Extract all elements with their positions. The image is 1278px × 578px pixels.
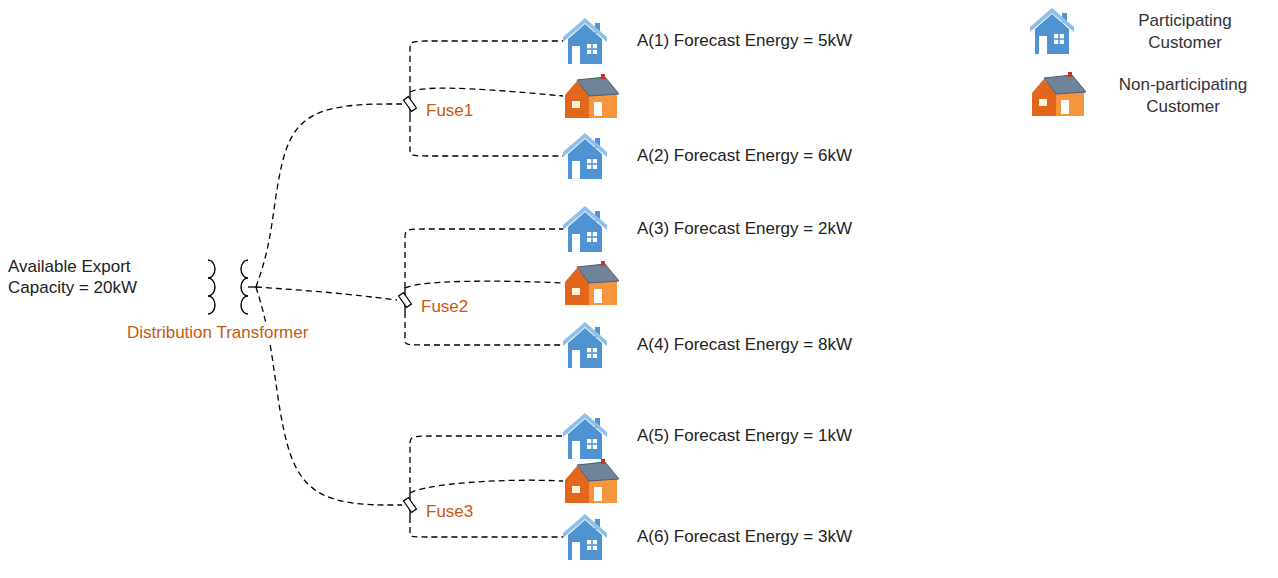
fuse-label: Fuse2 (421, 296, 468, 317)
node-outline (563, 206, 607, 252)
house-icon (563, 322, 607, 368)
service-cable (256, 287, 397, 300)
capacity-label: Available Export Capacity = 20kW (8, 256, 173, 299)
legend-icon (1032, 72, 1086, 116)
participating-house: A(6) Forecast Energy = 3kW (563, 514, 607, 560)
fuse-body (404, 498, 417, 513)
participating-house: A(5) Forecast Energy = 1kW (563, 413, 607, 459)
node-outline (563, 514, 607, 560)
node-outline (563, 18, 607, 64)
house-icon (563, 206, 607, 252)
node-outline (402, 92, 418, 116)
node-outline (200, 258, 256, 316)
participating-house: A(1) Forecast Energy = 5kW (563, 18, 607, 64)
forecast-label: A(5) Forecast Energy = 1kW (637, 425, 852, 446)
participating-house: A(4) Forecast Energy = 8kW (563, 322, 607, 368)
forecast-label: A(3) Forecast Energy = 2kW (637, 218, 852, 239)
legend-label: Non-participating Customer (1101, 74, 1265, 118)
service-line (410, 480, 563, 493)
transformer-symbol: Available Export Capacity = 20kWDistribu… (200, 258, 256, 316)
service-line (410, 88, 563, 96)
legend-label: Participating Customer (1126, 10, 1244, 54)
service-cable (405, 229, 563, 288)
non-participating-house (565, 261, 619, 305)
service-line (405, 281, 563, 288)
node-outline (397, 288, 413, 312)
coil-lead (248, 286, 256, 287)
service-cable (405, 312, 563, 345)
fuse-body (399, 293, 412, 308)
forecast-label: A(2) Forecast Energy = 6kW (637, 145, 852, 166)
primary-coil (208, 260, 215, 314)
forecast-label: A(4) Forecast Energy = 8kW (637, 334, 852, 355)
node-outline (563, 413, 607, 459)
forecast-label: A(1) Forecast Energy = 5kW (637, 30, 852, 51)
fuse-body (404, 97, 417, 112)
non-participating-house (565, 74, 619, 118)
node-outline (563, 322, 607, 368)
service-cable (256, 104, 402, 287)
house-icon (563, 18, 607, 64)
participating-house: A(2) Forecast Energy = 6kW (563, 133, 607, 179)
secondary-coil (241, 260, 248, 314)
fuse-symbol: Fuse2 (397, 288, 413, 312)
service-cable (410, 116, 563, 156)
transformer-label: Distribution Transformer (125, 322, 310, 343)
forecast-label: A(6) Forecast Energy = 3kW (637, 526, 852, 547)
house-icon (563, 133, 607, 179)
service-cable (410, 41, 563, 92)
house-icon (563, 413, 607, 459)
fuse-label: Fuse1 (426, 100, 473, 121)
service-cable (410, 436, 563, 493)
house-icon (563, 514, 607, 560)
node-outline (402, 493, 418, 517)
non-participating-house (565, 459, 619, 503)
fuse-label: Fuse3 (426, 501, 473, 522)
service-cable (256, 287, 402, 505)
fuse-symbol: Fuse1 (402, 92, 418, 116)
fuse-symbol: Fuse3 (402, 493, 418, 517)
legend-icon (1030, 8, 1074, 54)
participating-house: A(3) Forecast Energy = 2kW (563, 206, 607, 252)
node-outline (563, 133, 607, 179)
